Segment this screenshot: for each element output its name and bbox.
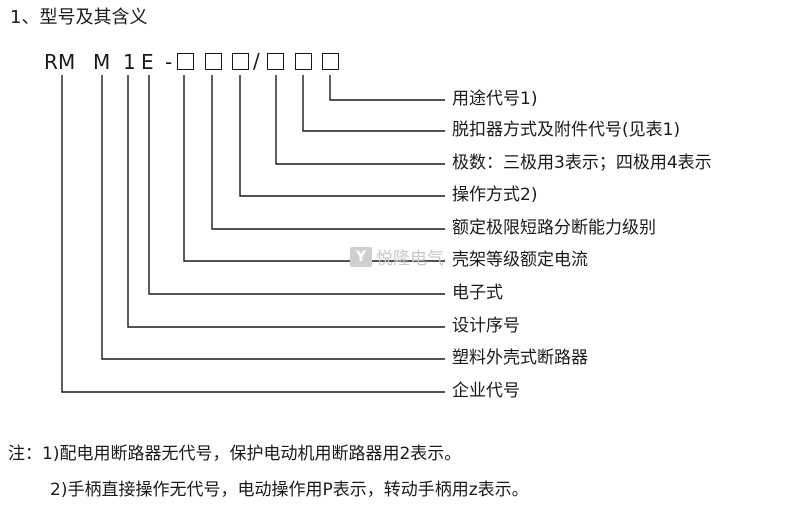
placeholder-box-operation (232, 53, 249, 70)
placeholder-box-breaking-capacity (205, 53, 222, 70)
label-poles: 极数：三极用3表示；四极用4表示 (452, 153, 712, 173)
label-trip-accessory-code: 脱扣器方式及附件代号(见表1) (452, 120, 681, 140)
leader-electronic (148, 75, 445, 295)
placeholder-box-frame-current (177, 53, 194, 70)
label-operation-method: 操作方式2) (452, 185, 538, 205)
leader-usage (329, 75, 445, 101)
label-frame-current: 壳架等级额定电流 (452, 250, 588, 270)
leader-trip-accessory (302, 75, 445, 132)
leader-type (101, 75, 445, 360)
watermark-text: 悦隆电气 (376, 249, 444, 269)
placeholder-box-usage (322, 53, 339, 70)
placeholder-box-poles (267, 53, 284, 70)
code-slash: / (253, 49, 260, 73)
note-1: 注：1)配电用断路器无代号，保护电动机用断路器用2表示。 (8, 444, 462, 464)
code-dash: - (165, 50, 173, 74)
leader-breaking-capacity (211, 75, 445, 230)
leader-operation (239, 75, 445, 197)
code-char-design-number: 1 (123, 50, 136, 74)
label-breaking-capacity: 额定极限短路分断能力级别 (452, 218, 656, 238)
label-enterprise-code: 企业代号 (452, 381, 520, 401)
label-usage-code: 用途代号1) (452, 89, 538, 109)
watermark-logo-icon: Y (350, 246, 372, 267)
code-char-electronic: E (141, 50, 154, 74)
note-2: 2)手柄直接操作无代号，电动操作用P表示，转动手柄用z表示。 (50, 480, 529, 500)
label-design-number: 设计序号 (452, 316, 520, 336)
placeholder-box-trip-accessory (295, 53, 312, 70)
leader-frame-current (183, 75, 445, 262)
code-char-m-type: M (93, 50, 111, 74)
watermark: Y 悦隆电气 (350, 244, 444, 269)
leader-enterprise (61, 75, 445, 393)
label-electronic: 电子式 (452, 283, 503, 303)
code-char-r: R (44, 50, 58, 74)
leader-poles (275, 75, 445, 165)
leader-design-number (127, 75, 445, 328)
code-char-m-enterprise: M (58, 50, 76, 74)
label-mccb: 塑料外壳式断路器 (452, 348, 588, 368)
section-title: 1、型号及其含义 (10, 7, 148, 28)
